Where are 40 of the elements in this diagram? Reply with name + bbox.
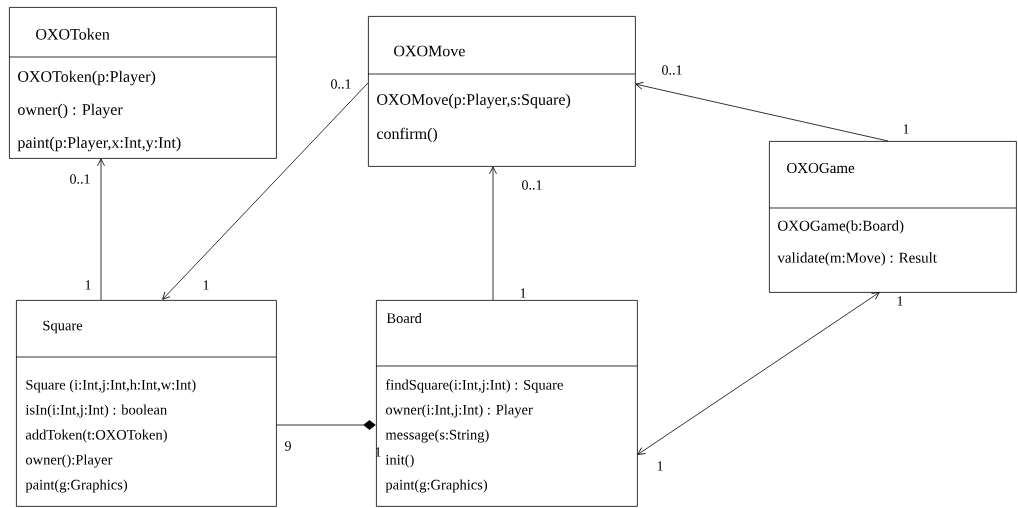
class-box (367, 16, 636, 167)
class-box (768, 141, 1017, 293)
multiplicity-label: 0..1 (662, 65, 682, 75)
class-box (15, 300, 277, 507)
multiplicity-label: 0..1 (522, 180, 542, 190)
method-text: OXOToken(p:Player) (18, 70, 156, 86)
method-text: paint(g:Graphics) (25, 479, 128, 493)
association-arrow (162, 82, 369, 300)
method-text: isIn(i:Int,j:Int) : boolean (25, 404, 167, 418)
method-text: Square (i:Int,j:Int,h:Int,w:Int) (26, 379, 196, 393)
method-text: owner() : Player (18, 103, 123, 119)
multiplicity-label: 0..1 (70, 174, 90, 184)
method-text: owner():Player (25, 454, 113, 468)
class-name: OXOToken (36, 28, 110, 40)
class-box (375, 300, 638, 507)
method-text: findSquare(i:Int,j:Int) : Square (385, 379, 563, 393)
class-name: OXOGame (787, 162, 855, 174)
method-text: owner(i:Int,j:Int) : Player (385, 404, 533, 418)
multiplicity-label: 1 (375, 447, 381, 457)
composition-line (275, 420, 376, 430)
method-text: confirm() (377, 127, 437, 143)
multiplicity-label: 0..1 (331, 79, 351, 89)
association-arrow (97, 158, 105, 301)
association-arrow (635, 81, 889, 142)
multiplicity-label: 1 (85, 280, 91, 290)
class-box (8, 7, 277, 159)
method-text: paint(p:Player,x:Int,y:Int) (17, 136, 181, 152)
method-text: OXOMove(p:Player,s:Square) (377, 93, 571, 109)
method-text: paint(g:Graphics) (385, 479, 488, 493)
method-text: init() (385, 454, 414, 468)
association-arrow (489, 166, 497, 301)
association-arrow (637, 292, 880, 455)
method-text: OXOGame(b:Board) (778, 220, 904, 234)
class-name: Square (43, 320, 83, 334)
class-name: OXOMove (394, 45, 465, 57)
class-name: Board (386, 312, 422, 324)
multiplicity-label: 1 (657, 461, 663, 471)
method-text: addToken(t:OXOToken) (25, 429, 167, 443)
method-text: validate(m:Move) : Result (777, 252, 937, 266)
method-text: message(s:String) (385, 429, 489, 443)
